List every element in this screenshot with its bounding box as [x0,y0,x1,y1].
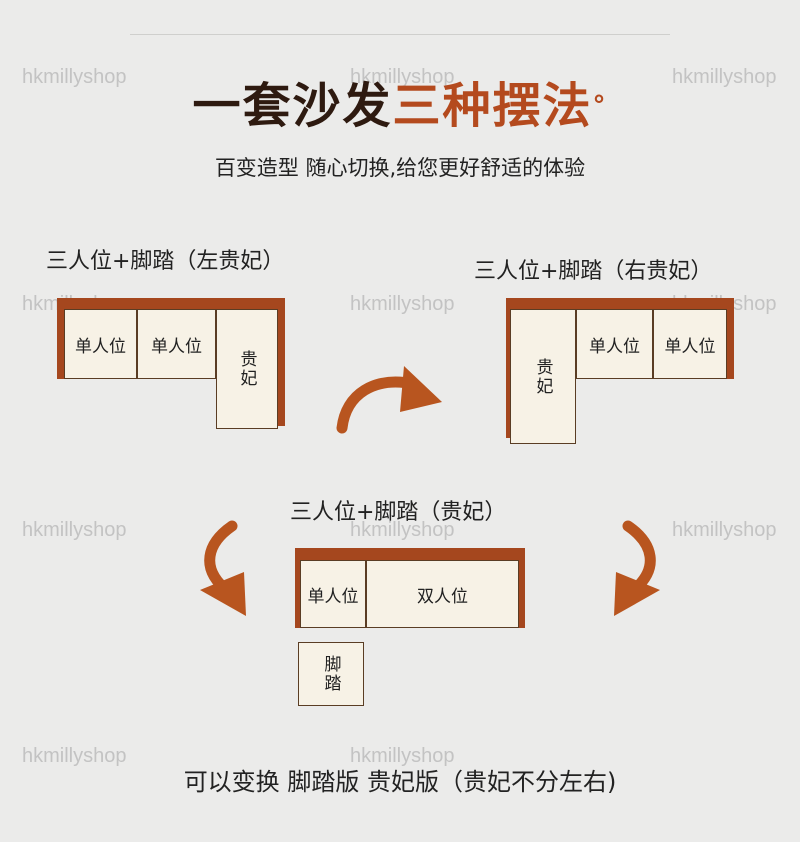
seat-double: 双人位 [366,560,519,628]
config-left-label: 三人位+脚踏（左贵妃） [46,249,285,274]
seat-single: 单人位 [64,309,137,379]
watermark: hkmillyshop [350,66,455,88]
config-right-label: 三人位+脚踏（右贵妃） [474,259,713,284]
sofa-backrest [57,298,285,311]
sofa-backrest [506,298,734,311]
title-mark: ° [592,91,608,121]
watermark: hkmillyshop [672,66,777,88]
title-part-1: 一套沙发 [192,78,393,134]
seat-single: 单人位 [137,309,216,379]
page-title: 一套沙发三种摆法° [0,76,800,136]
ottoman: 脚踏 [298,642,364,706]
sofa-backrest [295,548,525,561]
title-part-2: 三种摆法 [392,78,593,134]
seat-single: 单人位 [653,309,727,379]
seat-single: 单人位 [300,560,366,628]
sofa-armrest [725,298,734,379]
config-bottom-label: 三人位+脚踏（贵妃） [290,500,507,525]
footer-note: 可以变换 脚踏版 贵妃版（贵妃不分左右) [183,768,617,796]
watermark: hkmillyshop [350,293,455,315]
sofa-armrest [295,548,304,628]
sofa-armrest [516,548,525,628]
watermark: hkmillyshop [350,519,455,541]
watermark: hkmillyshop [22,66,127,88]
top-divider [130,34,670,35]
watermark: hkmillyshop [350,745,455,767]
watermark: hkmillyshop [22,519,127,541]
sofa-armrest [276,298,285,426]
arrow-down-left-icon [200,520,246,616]
arrow-right-icon [336,366,442,434]
page-subtitle: 百变造型 随心切换,给您更好舒适的体验 [214,156,586,180]
sofa-armrest [57,298,66,379]
seat-chaise: 贵妃 [510,309,576,444]
watermark: hkmillyshop [672,519,777,541]
seat-chaise: 贵妃 [216,309,278,429]
seat-single: 单人位 [576,309,653,379]
arrow-down-right-icon [614,520,660,616]
watermark: hkmillyshop [22,745,127,767]
